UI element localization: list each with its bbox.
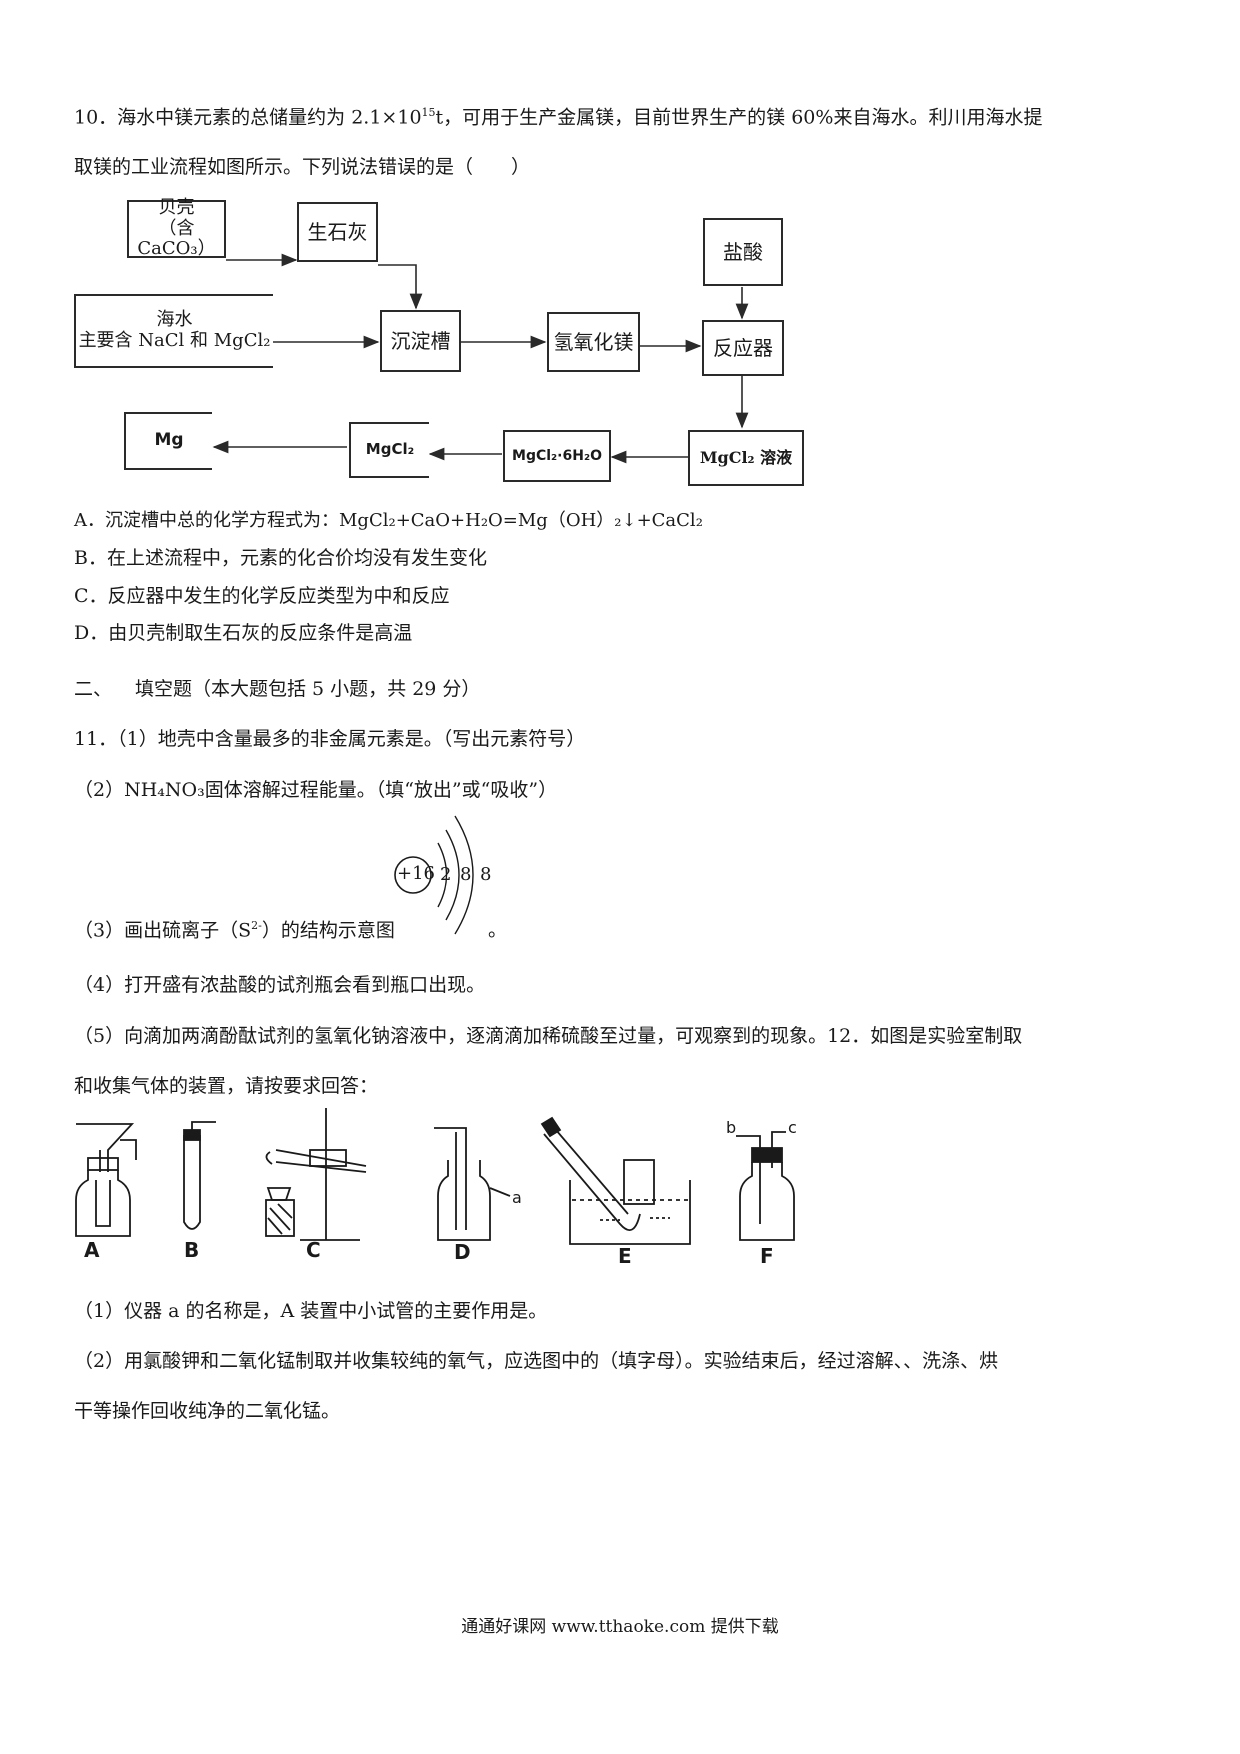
flow-box-hydrate: MgCl₂·6H₂O xyxy=(503,430,611,482)
atom-shell-1-electrons: 2 xyxy=(440,864,452,885)
flow-box-tank: 沉淀槽 xyxy=(380,310,461,372)
q11-p3: （3）画出硫离子（S2-）的结构示意图 xyxy=(74,919,395,942)
q11-p2: （2）NH₄NO₃固体溶解过程能量。（填“放出”或“吸收”） xyxy=(74,779,558,801)
q10-option-c: C．反应器中发生的化学反应类型为中和反应 xyxy=(74,585,450,607)
electron-shell-3 xyxy=(454,815,474,935)
flow-arrows xyxy=(212,253,749,464)
apparatus-label-f: F xyxy=(760,1244,774,1268)
atom-shell-3-electrons: 8 xyxy=(480,864,492,885)
tube-label-c: c xyxy=(788,1118,797,1137)
tube-label-b: b xyxy=(726,1118,737,1137)
apparatus-label-c: C xyxy=(306,1238,321,1262)
apparatus-c xyxy=(265,1108,367,1241)
section2-title: 填空题（本大题包括 5 小题，共 29 分） xyxy=(135,678,481,700)
atom-shell-2-electrons: 8 xyxy=(460,864,472,885)
flow-box-seawater: 海水主要含 NaCl 和 MgCl₂ xyxy=(74,294,273,368)
flow-box-reactor: 反应器 xyxy=(702,320,784,376)
atom-nucleus xyxy=(394,856,432,894)
q11-p1: 11．（1）地壳中含量最多的非金属元素是。（写出元素符号） xyxy=(74,728,586,750)
q10-option-d: D．由贝壳制取生石灰的反应条件是高温 xyxy=(74,622,413,644)
q10-option-b: B．在上述流程中，元素的化合价均没有发生变化 xyxy=(74,547,487,569)
apparatus-a xyxy=(75,1123,137,1237)
flow-box-solution: MgCl₂ 溶液 xyxy=(688,430,804,486)
section2-num: 二、 xyxy=(74,678,113,700)
q12-p2: （2）用氯酸钾和二氧化锰制取并收集较纯的氧气，应选图中的（填字母）。实验结束后，… xyxy=(74,1350,999,1372)
apparatus-d xyxy=(434,1127,511,1241)
apparatus-e xyxy=(540,1116,691,1245)
electron-shell-1 xyxy=(437,842,448,908)
flow-box-lime: 生石灰 xyxy=(297,202,378,262)
apparatus-b xyxy=(183,1121,216,1230)
q11-p5b: 和收集气体的装置，请按要求回答： xyxy=(74,1075,379,1097)
apparatus-f xyxy=(736,1131,795,1241)
q11-p5: （5）向滴加两滴酚酞试剂的氢氧化钠溶液中，逐滴滴加稀硫酸至过量，可观察到的现象。… xyxy=(74,1025,1023,1047)
instrument-label-a: a xyxy=(512,1188,522,1207)
flow-box-mgcl2: MgCl₂ xyxy=(349,422,429,478)
atom-nucleus-label: +16 xyxy=(397,863,435,884)
apparatus-label-b: B xyxy=(184,1238,200,1262)
flow-box-mg: Mg xyxy=(124,412,212,470)
apparatus-label-e: E xyxy=(618,1244,632,1268)
flow-box-shell: 贝壳（含 CaCO₃） xyxy=(127,197,226,259)
page-footer: 通通好课网 www.tthaoke.com 提供下载 xyxy=(461,1617,779,1637)
flow-box-mgoh: 氢氧化镁 xyxy=(547,312,640,372)
q11-p3-end: 。 xyxy=(488,919,508,941)
q10-line2: 取镁的工业流程如图所示。下列说法错误的是（ ） xyxy=(74,156,531,178)
atom-diagram xyxy=(394,815,474,935)
flow-box-hcl: 盐酸 xyxy=(703,218,783,286)
q10-option-a: A．沉淀槽中总的化学方程式为：MgCl₂+CaO+H₂O=Mg（OH）₂↓+Ca… xyxy=(74,510,703,531)
apparatus-label-a: A xyxy=(84,1238,100,1262)
electron-shell-2 xyxy=(445,829,460,921)
apparatus-drawings xyxy=(75,1108,795,1245)
q12-p3: 干等操作回收纯净的二氧化锰。 xyxy=(74,1400,341,1422)
apparatus-label-d: D xyxy=(454,1240,471,1264)
q10-line1: 10．海水中镁元素的总储量约为 2.1×1015t，可用于生产金属镁，目前世界生… xyxy=(74,106,1043,129)
q12-p1: （1）仪器 a 的名称是，A 装置中小试管的主要作用是。 xyxy=(74,1300,548,1322)
q11-p4: （4）打开盛有浓盐酸的试剂瓶会看到瓶口出现。 xyxy=(74,974,486,996)
